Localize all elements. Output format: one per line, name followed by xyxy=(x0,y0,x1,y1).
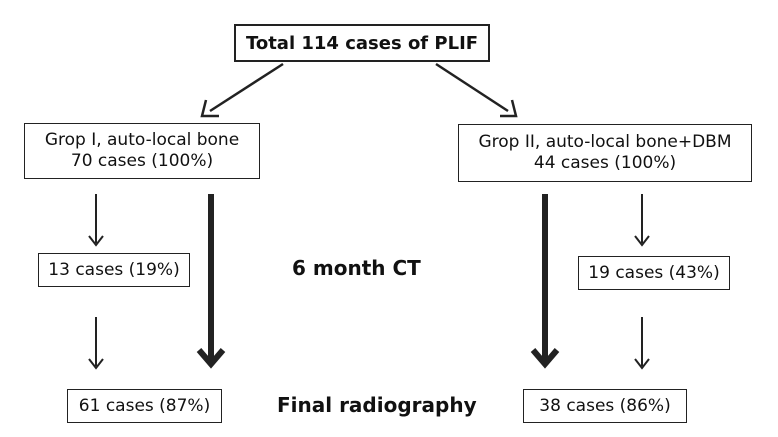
group2-ct-result-box: 19 cases (43%) xyxy=(578,256,730,290)
arrow-title-to-group1 xyxy=(200,62,284,118)
arrow-group2-ct-to-final xyxy=(634,317,650,370)
arrow-title-to-group2 xyxy=(435,62,518,118)
arrow-group1-to-ct xyxy=(88,194,104,247)
arrow-group2-to-final-thick xyxy=(530,194,560,369)
group1-name: Grop I, auto-local bone xyxy=(44,130,240,150)
group2-final-result-box: 38 cases (86%) xyxy=(523,389,687,423)
arrow-group2-to-ct xyxy=(634,194,650,247)
group1-final-result: 61 cases (87%) xyxy=(78,395,211,416)
arrow-group1-ct-to-final xyxy=(88,317,104,370)
ct-stage-label: 6 month CT xyxy=(292,256,421,280)
final-stage-label: Final radiography xyxy=(277,393,477,417)
group2-name: Grop II, auto-local bone+DBM xyxy=(478,132,732,152)
total-cases-text: Total 114 cases of PLIF xyxy=(245,32,479,54)
group2-final-result: 38 cases (86%) xyxy=(539,395,671,416)
group1-ct-result-box: 13 cases (19%) xyxy=(38,253,190,287)
arrow-group1-to-final-thick xyxy=(196,194,226,369)
group1-count: 70 cases (100%) xyxy=(70,151,214,171)
group1-box: Grop I, auto-local bone 70 cases (100%) xyxy=(24,123,260,179)
group2-count: 44 cases (100%) xyxy=(533,153,677,173)
group1-ct-result: 13 cases (19%) xyxy=(48,259,180,280)
total-cases-box: Total 114 cases of PLIF xyxy=(234,24,490,62)
group1-final-result-box: 61 cases (87%) xyxy=(67,389,222,423)
group2-box: Grop II, auto-local bone+DBM 44 cases (1… xyxy=(458,124,752,182)
group2-ct-result: 19 cases (43%) xyxy=(588,262,720,283)
